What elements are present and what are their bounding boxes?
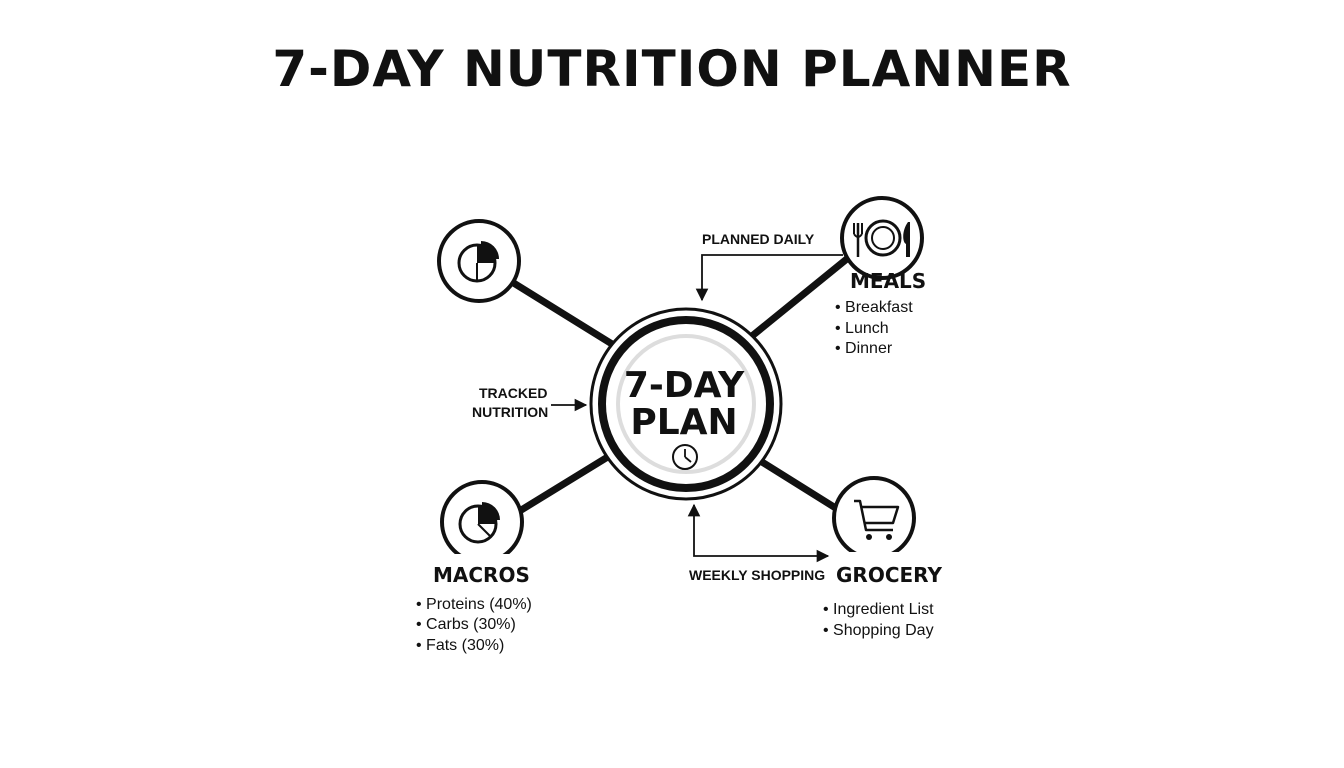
node-grocery: GROCERY • Ingredient List • Shopping Day	[823, 476, 942, 639]
planned-daily-label: PLANNED DAILY	[702, 231, 815, 247]
meals-item: • Dinner	[835, 340, 893, 357]
center-inner-ring	[616, 334, 756, 474]
grocery-item: • Shopping Day	[823, 622, 934, 639]
page-title: 7-DAY NUTRITION PLANNER	[272, 40, 1071, 98]
center-label-line2: PLAN	[630, 402, 737, 443]
plate-fork-knife-icon	[853, 219, 910, 257]
spokes	[508, 254, 852, 516]
grocery-heading: GROCERY	[836, 563, 942, 587]
pie-chart-icon	[458, 502, 500, 544]
macros-item: • Fats (30%)	[416, 637, 504, 654]
macros-heading: MACROS	[433, 563, 530, 587]
tracked-label-line1: TRACKED	[479, 385, 547, 401]
planned-daily-arrow	[695, 254, 843, 302]
spoke-grocery	[758, 458, 846, 516]
spoke-meals	[748, 254, 852, 340]
grocery-item: • Ingredient List	[823, 601, 934, 618]
weekly-shopping-arrow	[687, 503, 830, 563]
meals-heading: MEALS	[850, 269, 926, 293]
node-macros: MACROS • Proteins (40%) • Carbs (30%) • …	[416, 480, 534, 654]
spoke-macros	[514, 454, 610, 516]
node-meals: MEALS • Breakfast • Lunch • Dinner	[835, 196, 926, 357]
meals-item: • Breakfast	[835, 299, 913, 316]
planned-daily-connector: PLANNED DAILY	[695, 231, 843, 302]
spoke-top-left	[508, 278, 616, 348]
clock-icon	[672, 444, 698, 470]
macros-item: • Proteins (40%)	[416, 596, 532, 613]
tracked-label-line2: NUTRITION	[472, 404, 548, 420]
center-label-line1: 7-DAY	[624, 365, 745, 406]
node-meals-circle	[840, 196, 924, 280]
tracked-nutrition-connector: TRACKED NUTRITION	[472, 385, 588, 420]
node-grocery-circle	[832, 476, 916, 560]
node-top-left	[437, 219, 521, 303]
center-hub: 7-DAY PLAN	[589, 307, 783, 501]
weekly-shopping-label: WEEKLY SHOPPING	[689, 567, 825, 583]
macros-item: • Carbs (30%)	[416, 616, 516, 633]
weekly-shopping-connector: WEEKLY SHOPPING	[687, 503, 830, 583]
meals-item: • Lunch	[835, 320, 889, 337]
shopping-cart-icon	[854, 499, 900, 540]
pie-chart-icon	[457, 241, 499, 283]
